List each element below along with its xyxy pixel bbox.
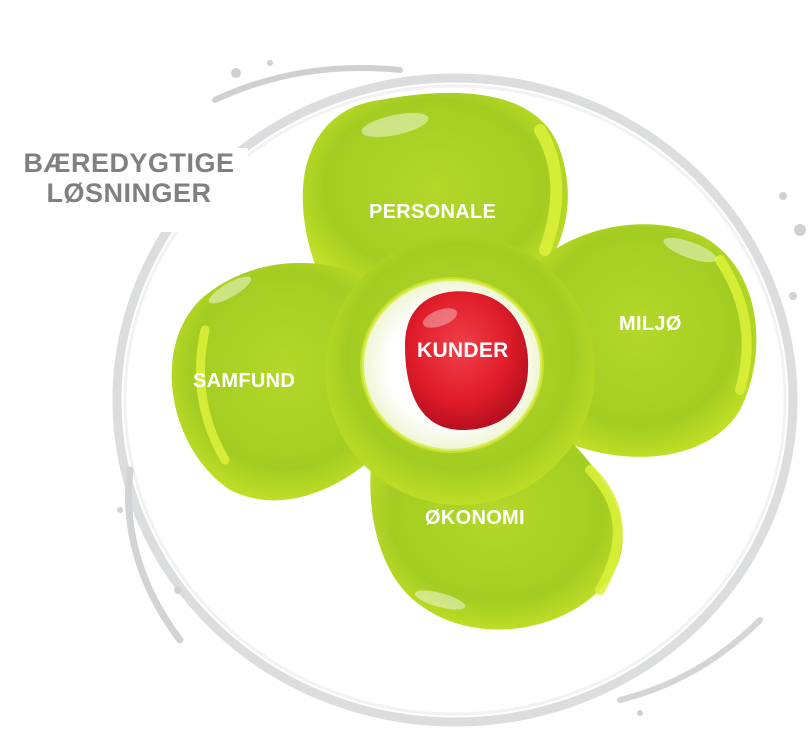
petal-label-miljo: MILJØ <box>619 313 682 335</box>
petal-label-personale: PERSONALE <box>369 201 497 223</box>
splash-droplets <box>117 60 806 716</box>
diagram-title: BÆREDYGTIGE LØSNINGER <box>10 148 248 232</box>
center-label-kunder: KUNDER <box>417 339 509 362</box>
petal-highlights <box>196 124 752 595</box>
title-line-1: BÆREDYGTIGE <box>23 148 235 178</box>
petal-label-samfund: SAMFUND <box>193 370 296 392</box>
petal-label-okonomi: ØKONOMI <box>425 507 525 529</box>
title-line-2: LØSNINGER <box>46 178 212 208</box>
outer-ring <box>112 65 798 727</box>
petal-gloss <box>208 112 717 610</box>
center-drop <box>405 291 529 430</box>
